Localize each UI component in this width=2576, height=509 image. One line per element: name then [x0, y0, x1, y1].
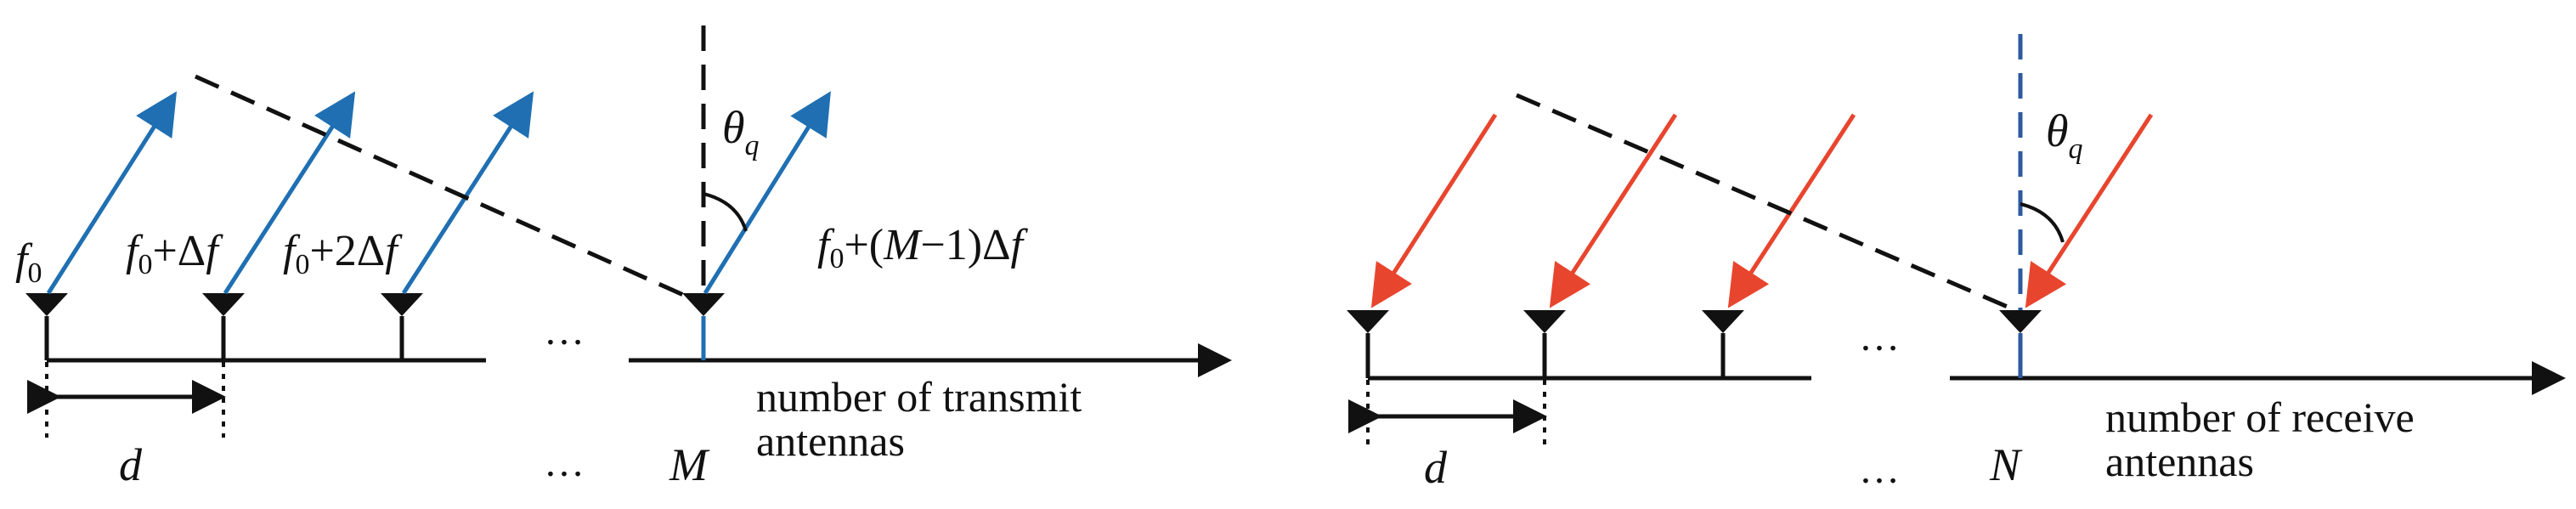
receive-antenna-3: [1702, 310, 1744, 378]
transmit-freq-label-1: f0: [15, 235, 42, 289]
transmit-angle-arc: [703, 192, 748, 232]
transmit-ellipsis-upper: …: [544, 308, 585, 353]
transmit-freq-label-m: f0+(M−1)Δf: [817, 221, 1029, 274]
transmit-beam-arrow-2: [223, 91, 356, 295]
transmit-beam-arrow-1: [46, 91, 178, 295]
transmit-wavefront-dashed: [194, 74, 700, 304]
receive-spacing-label: d: [1424, 442, 1448, 493]
transmit-ellipsis-lower: …: [544, 440, 585, 485]
receive-ellipsis-lower: …: [1859, 447, 1900, 492]
transmit-angle-label: θq: [722, 102, 760, 161]
receive-beam-arrow-3: [1727, 113, 1856, 308]
receive-antenna-1: [1347, 310, 1389, 378]
receive-beam-arrow-2: [1549, 113, 1678, 308]
receive-antenna-n: [1999, 310, 2042, 378]
receive-beam-arrow-1: [1370, 113, 1498, 308]
receive-ellipsis-upper: …: [1859, 314, 1900, 359]
receive-antenna-2: [1523, 310, 1566, 378]
receive-axis-label-line1: number of receive: [2105, 393, 2415, 441]
receive-beam-arrow-n: [2025, 113, 2154, 308]
transmit-antenna-3: [381, 293, 423, 360]
transmit-antenna-m: [682, 293, 725, 360]
transmit-antenna-2: [202, 293, 245, 360]
receive-wavefront-dashed: [1516, 93, 2016, 313]
receive-array: θq … … d N number of receive antennas: [1347, 34, 2566, 493]
transmit-array: f0 f0+Δf f0+2Δf f0+(M−1)Δf θq … … d M nu…: [15, 25, 1232, 490]
transmit-beam-arrow-m: [703, 91, 831, 295]
transmit-axis-label-line1: number of transmit: [756, 373, 1082, 421]
transmit-axis-label-line2: antennas: [756, 417, 905, 465]
receive-axis-label-line2: antennas: [2105, 438, 2254, 485]
transmit-antenna-1: [25, 293, 68, 360]
transmit-freq-label-3: f0+2Δf: [283, 227, 403, 280]
receive-count-label: N: [1989, 439, 2023, 490]
receive-angle-arc: [2020, 202, 2065, 243]
transmit-spacing-label: d: [119, 439, 143, 490]
transmit-freq-label-2: f0+Δf: [126, 227, 223, 280]
receive-angle-label: θq: [2046, 105, 2083, 165]
transmit-count-label: M: [669, 439, 710, 490]
